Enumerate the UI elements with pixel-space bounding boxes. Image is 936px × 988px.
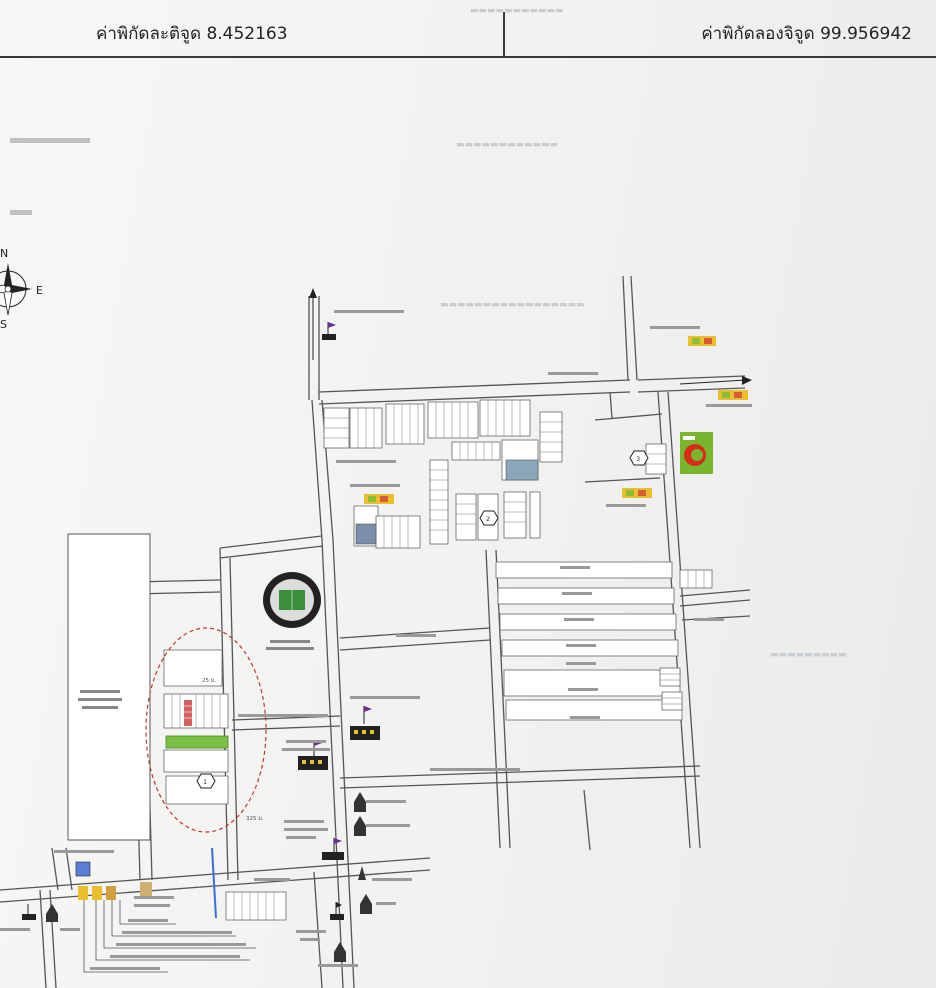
subject-land-highlight [165,735,229,749]
arrow-up-icon [309,288,317,360]
distance-325m: 325 ม. [246,816,264,822]
compass-north-label: N [0,247,8,260]
bottom-housing-stripes [233,892,275,920]
svg-text:2: 2 [486,515,490,523]
housing-block-top [323,399,563,549]
temple-icon [46,904,58,922]
svg-text:3: 3 [636,455,640,463]
office-logo-icon [106,886,116,900]
legend-leader-lines [83,900,256,973]
temple-icon [334,942,346,962]
longitude-label: ค่าพิกัดลองจิจูด 99.956942 [701,24,912,44]
subject-plot-stripes [171,694,221,728]
office-logo-icon [92,886,102,900]
photo-thumbnail [505,459,539,481]
ghost-text: ▬▬▬▬▬▬▬▬▬▬▬ [470,6,564,16]
header-rule [0,56,936,58]
marker-2: 2 [479,510,499,526]
temple-icon [354,816,366,836]
school-flag-icon [22,904,36,920]
place-labels [134,310,752,967]
street-labels [336,372,724,771]
school-flag-icon [330,902,344,920]
legend-item [10,210,32,215]
legend-leader-labels [0,850,246,970]
compass-rose-icon [0,263,32,316]
marker-3: 3 [629,450,649,466]
house-stripes [324,400,562,548]
compass-east-label: E [36,284,43,297]
legend-item [10,138,90,143]
big-c-logo-icon [680,432,713,474]
highlighted-building [184,700,192,726]
latitude-label: ค่าพิกัดละติจูด 8.452163 [96,24,288,44]
village-sign-icon [688,336,716,346]
ghost-text: ▬▬▬▬▬▬▬▬▬▬▬▬ [456,140,559,150]
stadium-label [266,647,314,650]
school-flag-icon [322,838,344,860]
right-soi-stripes [646,453,705,705]
marker-1: 1 [196,773,216,789]
compass-south-label: S [0,318,7,331]
stadium-label [270,640,310,643]
svg-text:1: 1 [203,778,207,786]
distance-25m: 25 ม. [202,678,216,684]
header-divider [503,12,505,58]
school-flag-icon [350,706,380,740]
bottom-housing [225,891,287,921]
village-sign-icon [718,390,748,400]
photo-thumbnail [355,523,377,545]
office-logo-icon [75,861,91,877]
temple-icon [354,792,366,812]
office-logo-icon [78,886,88,900]
school-flag-icon [298,740,328,770]
school-flag-icon [322,322,336,340]
village-sign-icon [622,488,652,498]
road-network [0,275,751,988]
office-logo-icon [140,882,152,896]
subject-area-circle [145,627,267,833]
ghost-text: ▬▬▬▬▬▬▬▬▬ [770,650,847,660]
monument-icon [358,866,366,880]
ghost-text: ▬▬▬▬▬▬▬▬▬▬▬▬▬▬▬▬▬ [440,300,585,310]
temple-icon [360,894,372,914]
compound-label [82,706,118,709]
village-sign-icon [364,494,394,504]
large-compound [67,533,151,841]
canal [211,847,217,919]
right-soi-blocks [495,443,713,721]
arrow-right-icon [679,376,752,385]
compound-label [80,690,120,693]
compound-label [78,698,122,701]
stadium-icon [263,572,321,628]
